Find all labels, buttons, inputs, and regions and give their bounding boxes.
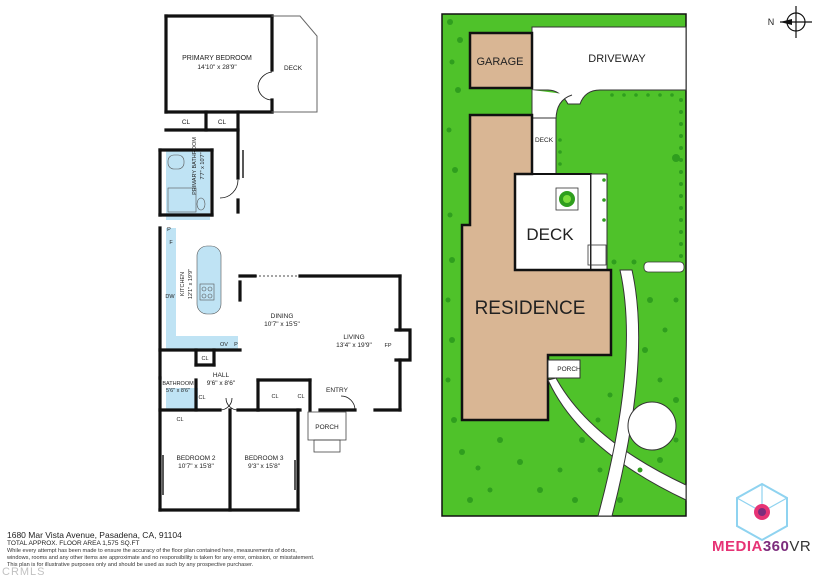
closet-top-right: CL xyxy=(218,119,227,126)
room-kitchen-name: KITCHEN xyxy=(180,272,186,296)
disclaimer-line-3: This plan is for illustrative purposes o… xyxy=(7,562,254,568)
closet-hall: CL xyxy=(201,356,208,362)
room-primary-bathroom-dims: 7'7" x 10'7" xyxy=(200,152,206,179)
room-hall-name: HALL xyxy=(213,372,230,379)
room-deck-name: DECK xyxy=(284,65,303,72)
closet-entry-2: CL xyxy=(297,394,304,400)
room-living-dims: 13'4" x 19'9" xyxy=(336,342,372,349)
site-label-garage: GARAGE xyxy=(476,56,523,68)
brand-vr: VR xyxy=(789,538,812,555)
total-floor-area: TOTAL APPROX. FLOOR AREA 1,575 SQ.FT xyxy=(7,540,140,547)
room-kitchen-dims: 12'1" x 19'9" xyxy=(188,269,194,299)
toilet-icon xyxy=(196,197,206,211)
deck-small-area xyxy=(531,117,557,175)
site-label-residence: RESIDENCE xyxy=(475,298,586,319)
marker-pantry: P xyxy=(167,227,171,233)
marker-fireplace: FP xyxy=(384,343,391,349)
bathroom-tile xyxy=(166,150,210,220)
room-primary-bedroom-name: PRIMARY BEDROOM xyxy=(182,55,252,62)
closet-top-left: CL xyxy=(182,119,191,126)
trees xyxy=(445,19,683,503)
room-bedroom2-name: BEDROOM 2 xyxy=(176,455,215,462)
residence-building xyxy=(460,113,613,422)
site-plan: GARAGE DRIVEWAY DECK DECK RESIDENCE PORC… xyxy=(441,13,687,517)
closet-bath: CL xyxy=(198,395,205,401)
room-dining-name: DINING xyxy=(271,313,294,320)
deck-extension xyxy=(590,173,608,271)
deck-area xyxy=(514,173,592,271)
deck-stairs xyxy=(587,244,607,266)
closet-bedroom2: CL xyxy=(176,417,183,423)
site-label-deck: DECK xyxy=(526,225,574,244)
room-primary-bedroom-dims: 14'10" x 28'9" xyxy=(197,64,237,71)
compass-icon: N xyxy=(768,6,812,38)
disclaimer-line-1: While every attempt has been made to ens… xyxy=(7,548,297,554)
room-entry-name: ENTRY xyxy=(326,387,349,394)
planter-icon xyxy=(555,187,579,211)
room-bathroom-dims: 5'6" x 8'6" xyxy=(166,388,190,394)
site-label-driveway: DRIVEWAY xyxy=(588,53,646,65)
doors xyxy=(162,71,356,495)
room-porch-name: PORCH xyxy=(315,424,339,431)
driveway-area xyxy=(531,26,687,105)
room-primary-bathroom-name: PRIMARY BATHROOM xyxy=(192,137,198,195)
floor-plan: PRIMARY BEDROOM 14'10" x 28'9" DECK CL C… xyxy=(158,14,412,512)
sink-icon xyxy=(167,154,185,170)
marker-fridge: F xyxy=(169,240,173,246)
marker-oven: OV xyxy=(220,342,228,348)
compass-north-label: N xyxy=(768,17,775,27)
side-path xyxy=(597,269,640,517)
room-bathroom-name: BATHROOM xyxy=(162,381,194,387)
room-hall-dims: 9'6" x 8'6" xyxy=(207,380,236,387)
cooktop xyxy=(199,283,215,301)
kitchen-island xyxy=(196,245,222,315)
marker-pantry-2: P xyxy=(234,342,238,348)
brand-360: 360 xyxy=(762,538,790,555)
disclaimer-line-2: windows, rooms and any other items are a… xyxy=(7,555,315,561)
site-label-porch: PORCH xyxy=(557,366,581,373)
garage-building xyxy=(468,31,534,90)
room-bedroom3-name: BEDROOM 3 xyxy=(244,455,283,462)
front-walkway xyxy=(547,377,687,501)
property-address: 1680 Mar Vista Avenue, Pasadena, CA, 911… xyxy=(7,530,182,540)
room-bedroom2-dims: 10'7" x 15'8" xyxy=(178,463,214,470)
media360vr-logo-icon xyxy=(736,482,788,542)
kitchen-counter xyxy=(166,228,176,348)
room-living-name: LIVING xyxy=(343,334,364,341)
brand-wordmark: MEDIA360VR xyxy=(712,538,811,555)
site-label-deck-small: DECK xyxy=(535,137,554,144)
small-bathroom-tile xyxy=(166,388,198,410)
footer: 1680 Mar Vista Avenue, Pasadena, CA, 911… xyxy=(7,530,447,569)
brand-media: MEDIA xyxy=(712,538,763,555)
stepping-stones xyxy=(643,261,685,273)
porch-area xyxy=(547,359,581,379)
marker-dishwasher: DW xyxy=(165,294,175,300)
room-bedroom3-dims: 9'3" x 15'8" xyxy=(248,463,281,470)
room-dining-dims: 10'7" x 15'5" xyxy=(264,321,300,328)
closet-entry-1: CL xyxy=(271,394,278,400)
round-patio xyxy=(627,401,677,451)
kitchen-counter-bottom xyxy=(166,336,238,350)
porch-steps xyxy=(313,439,341,453)
watermark: CRMLS xyxy=(2,566,46,578)
shower-icon xyxy=(167,187,197,213)
